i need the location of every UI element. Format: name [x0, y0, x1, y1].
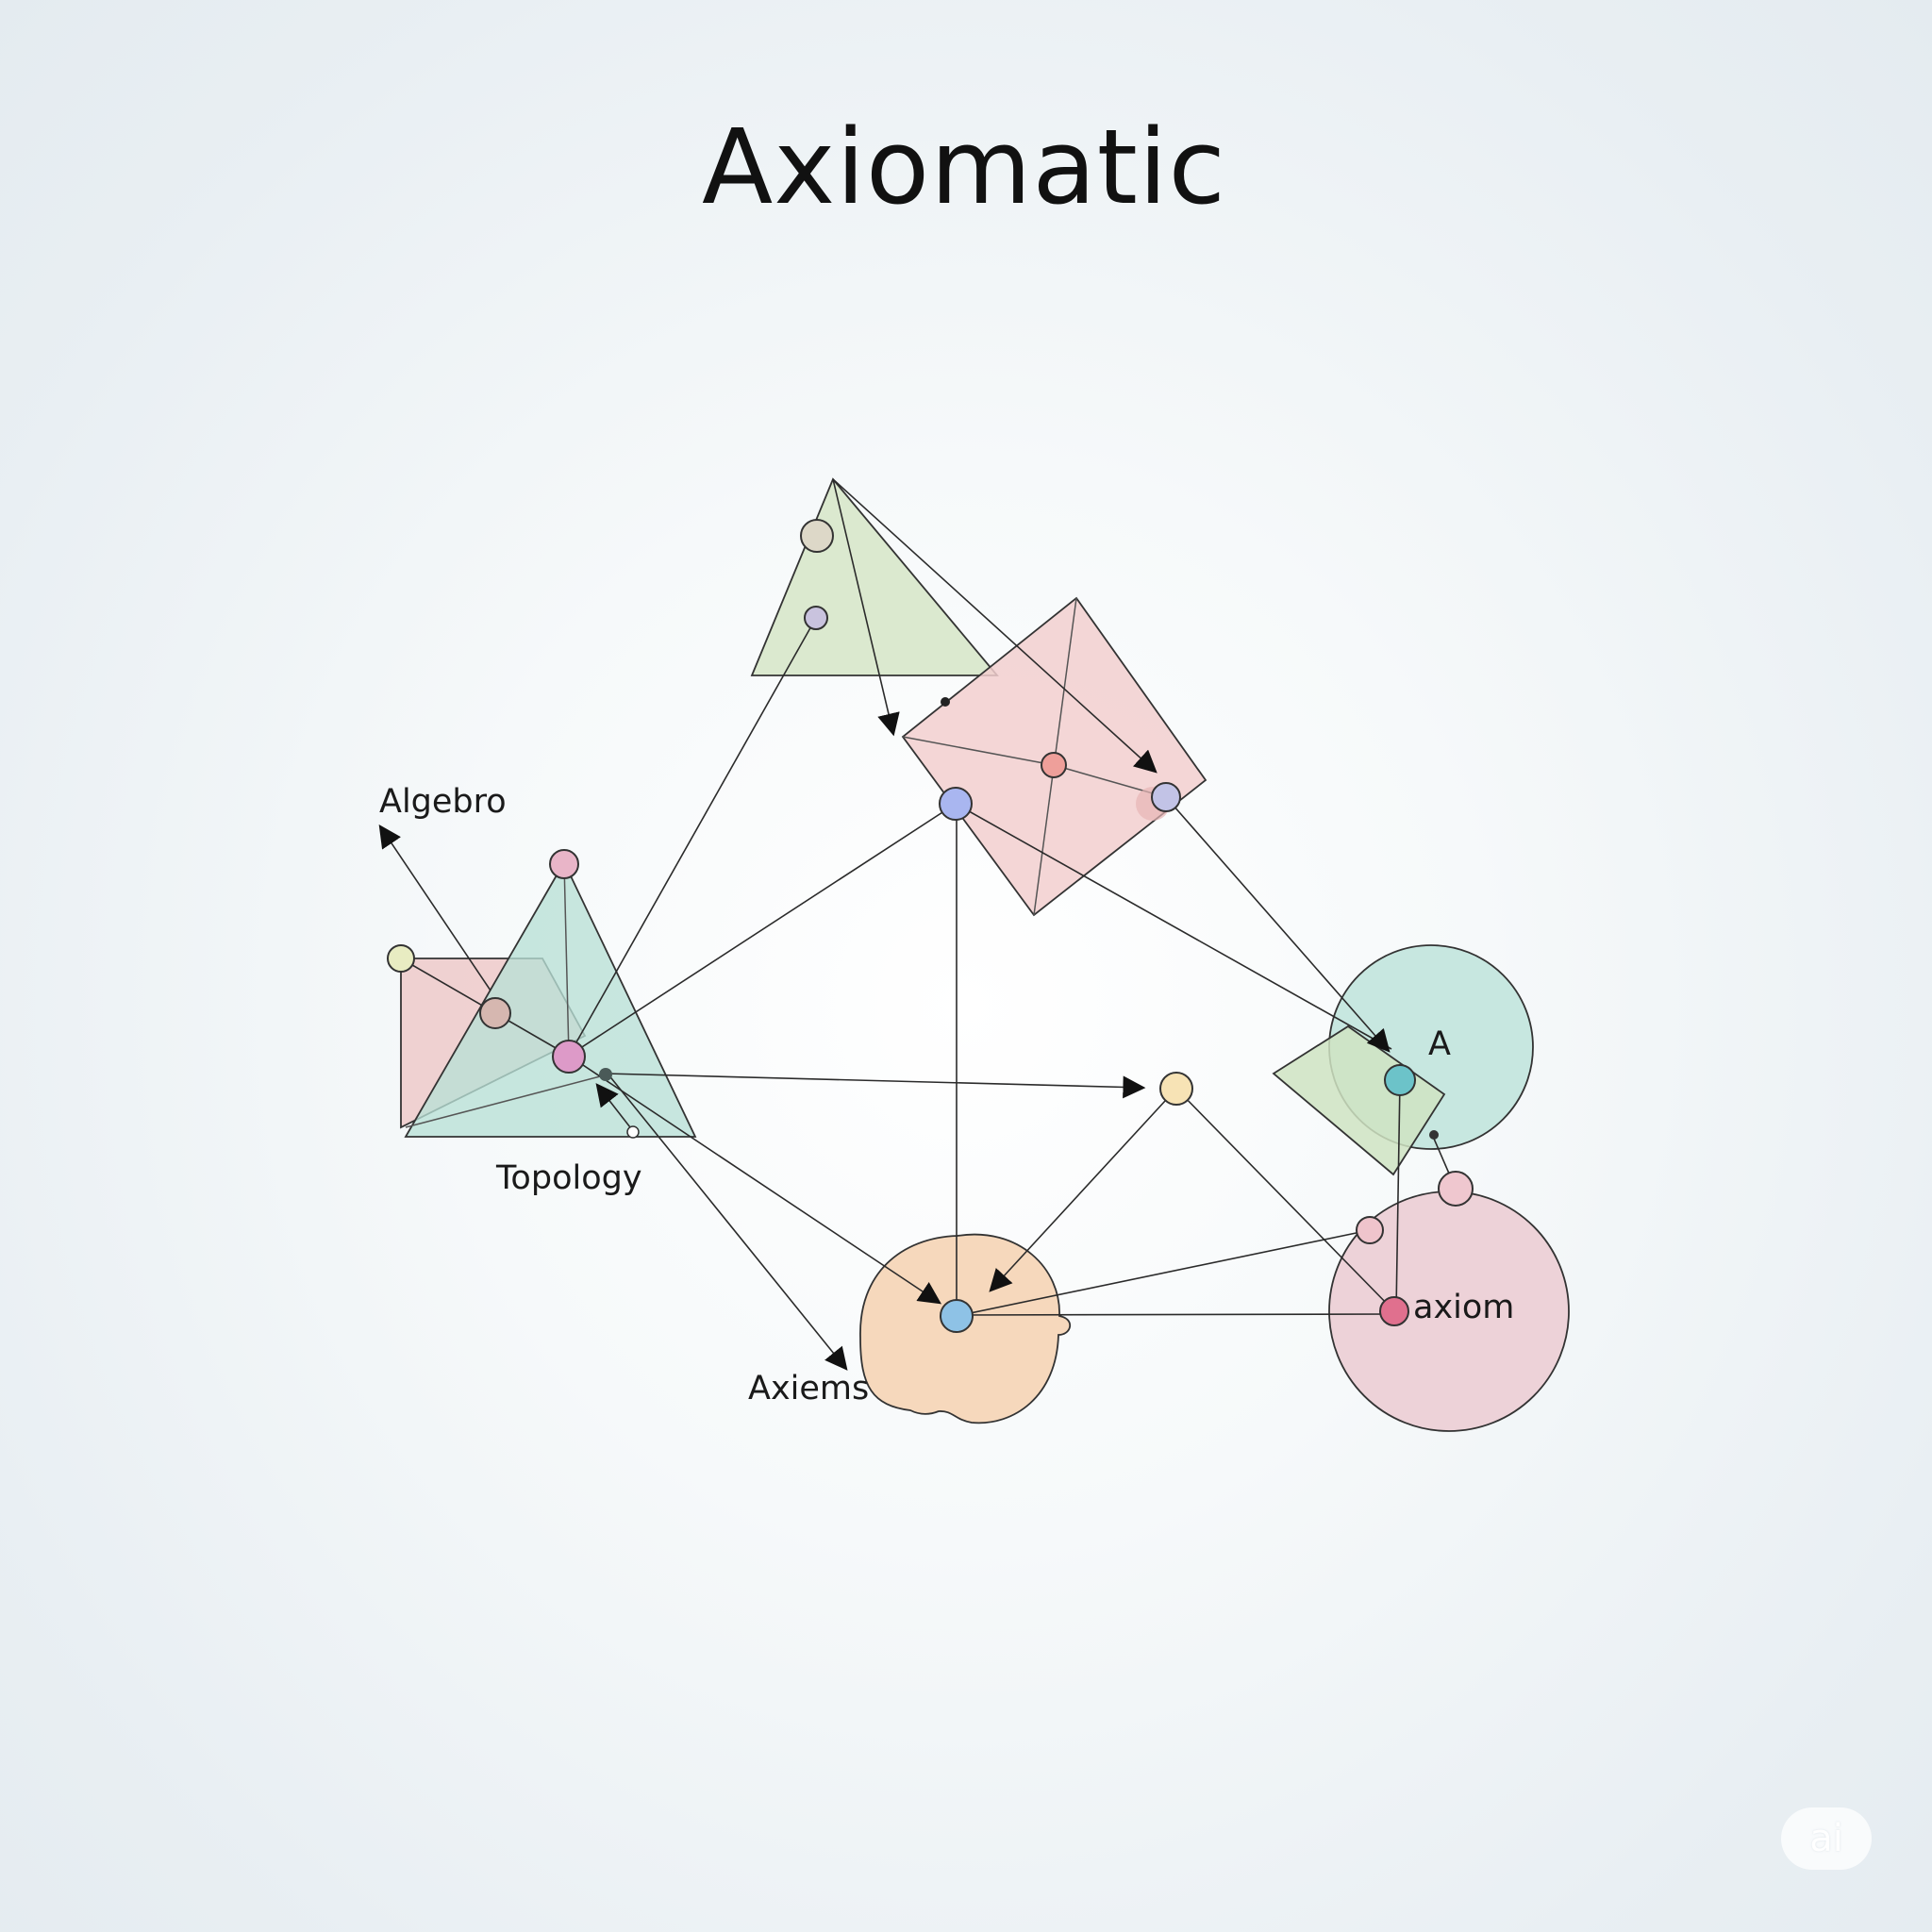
dot-hub-small: [626, 1125, 640, 1139]
teal-triangle-inner-line-2: [405, 1074, 605, 1128]
node-teal[interactable]: [1384, 1064, 1416, 1096]
node-diamond-lavender[interactable]: [1151, 782, 1181, 812]
edge-to-algebro: [378, 824, 491, 991]
teal-triangle-inner-line: [563, 861, 570, 1057]
edge-lavender-to-teal: [1165, 796, 1391, 1053]
node-pink-top[interactable]: [1438, 1171, 1474, 1207]
dot-hub-dark: [599, 1068, 612, 1081]
edge-teal-to-rose: [1395, 1079, 1401, 1312]
node-small-pink[interactable]: [1356, 1216, 1384, 1244]
edge-hub-to-yellow: [605, 1073, 1146, 1099]
edge-apex-to-diamond-right: [832, 478, 1158, 774]
label-algebro: Algebro: [379, 783, 507, 821]
node-top-lavender[interactable]: [804, 606, 828, 630]
edge-to-axiems: [603, 1068, 848, 1371]
edge-apex-to-diamond-top: [832, 478, 900, 737]
top-green-triangle: [750, 477, 999, 676]
edge-top-node-to-hub: [568, 617, 817, 1057]
left-teal-triangle: [404, 860, 697, 1138]
node-left-pink-top[interactable]: [549, 849, 579, 879]
node-diamond-salmon[interactable]: [1041, 752, 1067, 778]
label-axiems: Axiems: [748, 1370, 869, 1407]
node-yellow[interactable]: [1159, 1072, 1193, 1106]
node-top-tan[interactable]: [800, 519, 834, 553]
edge-hub-to-bottom: [568, 1055, 941, 1305]
edge-yellow-to-bottom: [989, 1088, 1177, 1292]
node-left-yellow[interactable]: [387, 944, 415, 973]
label-topology: Topology: [495, 1159, 642, 1197]
pink-diamond-crossline: [902, 736, 1055, 766]
node-left-tan[interactable]: [479, 997, 511, 1029]
ai-watermark-badge: ai: [1781, 1807, 1872, 1870]
dot-teal-dark: [1429, 1130, 1439, 1140]
node-rose[interactable]: [1379, 1296, 1409, 1326]
edge-yellow-to-rose: [1175, 1088, 1395, 1312]
edge-into-hub: [595, 1083, 631, 1128]
label-axiom: axiom: [1413, 1289, 1514, 1326]
ai-watermark-text: ai: [1809, 1817, 1843, 1860]
edge-bottom-to-rose: [956, 1313, 1395, 1316]
edge-bottom-to-small-pink: [956, 1229, 1371, 1317]
green-diamond: [1272, 1024, 1446, 1176]
node-hub-magenta[interactable]: [552, 1040, 586, 1074]
label-a: A: [1428, 1025, 1451, 1063]
node-bottom-blue[interactable]: [940, 1299, 974, 1333]
diagram-title: Axiomatic: [702, 107, 1226, 227]
edge-hub-to-blue: [568, 803, 957, 1057]
dot-diamond-black: [941, 697, 950, 707]
edge-blue-to-teal-node: [955, 803, 1392, 1050]
node-blue[interactable]: [939, 787, 973, 821]
